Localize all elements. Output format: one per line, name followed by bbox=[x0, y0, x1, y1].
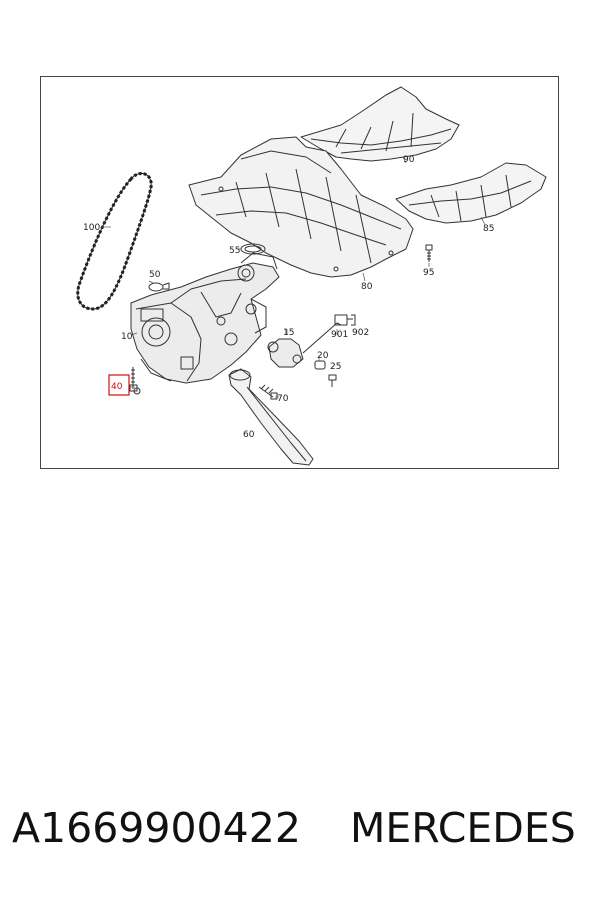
cover-part-85 bbox=[395, 162, 547, 224]
highlight-box-part-40 bbox=[108, 374, 130, 396]
bolt-part-70 bbox=[258, 384, 278, 400]
valve-part-15 bbox=[267, 322, 342, 368]
brand-name: MERCEDES bbox=[350, 804, 576, 852]
callout-50: 50 bbox=[149, 270, 161, 280]
exploded-parts-diagram: 90 85 80 95 100 55 50 10 15 901 902 20 2… bbox=[76, 86, 547, 466]
callout-60: 60 bbox=[243, 430, 255, 440]
callout-55: 55 bbox=[229, 246, 240, 256]
callout-25: 25 bbox=[330, 362, 341, 372]
callout-95: 95 bbox=[423, 268, 434, 278]
callout-70: 70 bbox=[277, 394, 289, 404]
footer: A1669900422 MERCEDES bbox=[0, 800, 600, 860]
sleeve-part-20 bbox=[314, 360, 326, 370]
callout-40: 40 bbox=[111, 382, 123, 392]
part-number: A1669900422 bbox=[12, 804, 301, 852]
callout-15: 15 bbox=[283, 328, 294, 338]
parts-diagram-frame: 90 85 80 95 100 55 50 10 15 901 902 20 2… bbox=[40, 76, 559, 469]
baffle-part-80 bbox=[188, 136, 414, 278]
callout-902: 902 bbox=[352, 328, 369, 338]
bolt-part-40 bbox=[129, 367, 141, 395]
callout-10: 10 bbox=[121, 332, 133, 342]
callout-20: 20 bbox=[317, 351, 329, 361]
pickup-tube-part-60 bbox=[228, 368, 314, 466]
clamp-part-50 bbox=[148, 282, 170, 292]
callout-80: 80 bbox=[361, 282, 373, 292]
leader-lines bbox=[101, 156, 486, 398]
callout-90: 90 bbox=[403, 155, 415, 165]
bolt-part-95 bbox=[425, 244, 433, 262]
chain-part-100 bbox=[76, 171, 153, 311]
oil-pump-part-10 bbox=[130, 252, 280, 384]
callout-901: 901 bbox=[331, 330, 348, 340]
screw-part-25 bbox=[328, 374, 337, 387]
connector-part-901 bbox=[334, 314, 356, 326]
callout-100: 100 bbox=[83, 223, 100, 233]
cover-part-90 bbox=[300, 86, 460, 162]
callout-85: 85 bbox=[483, 224, 494, 234]
